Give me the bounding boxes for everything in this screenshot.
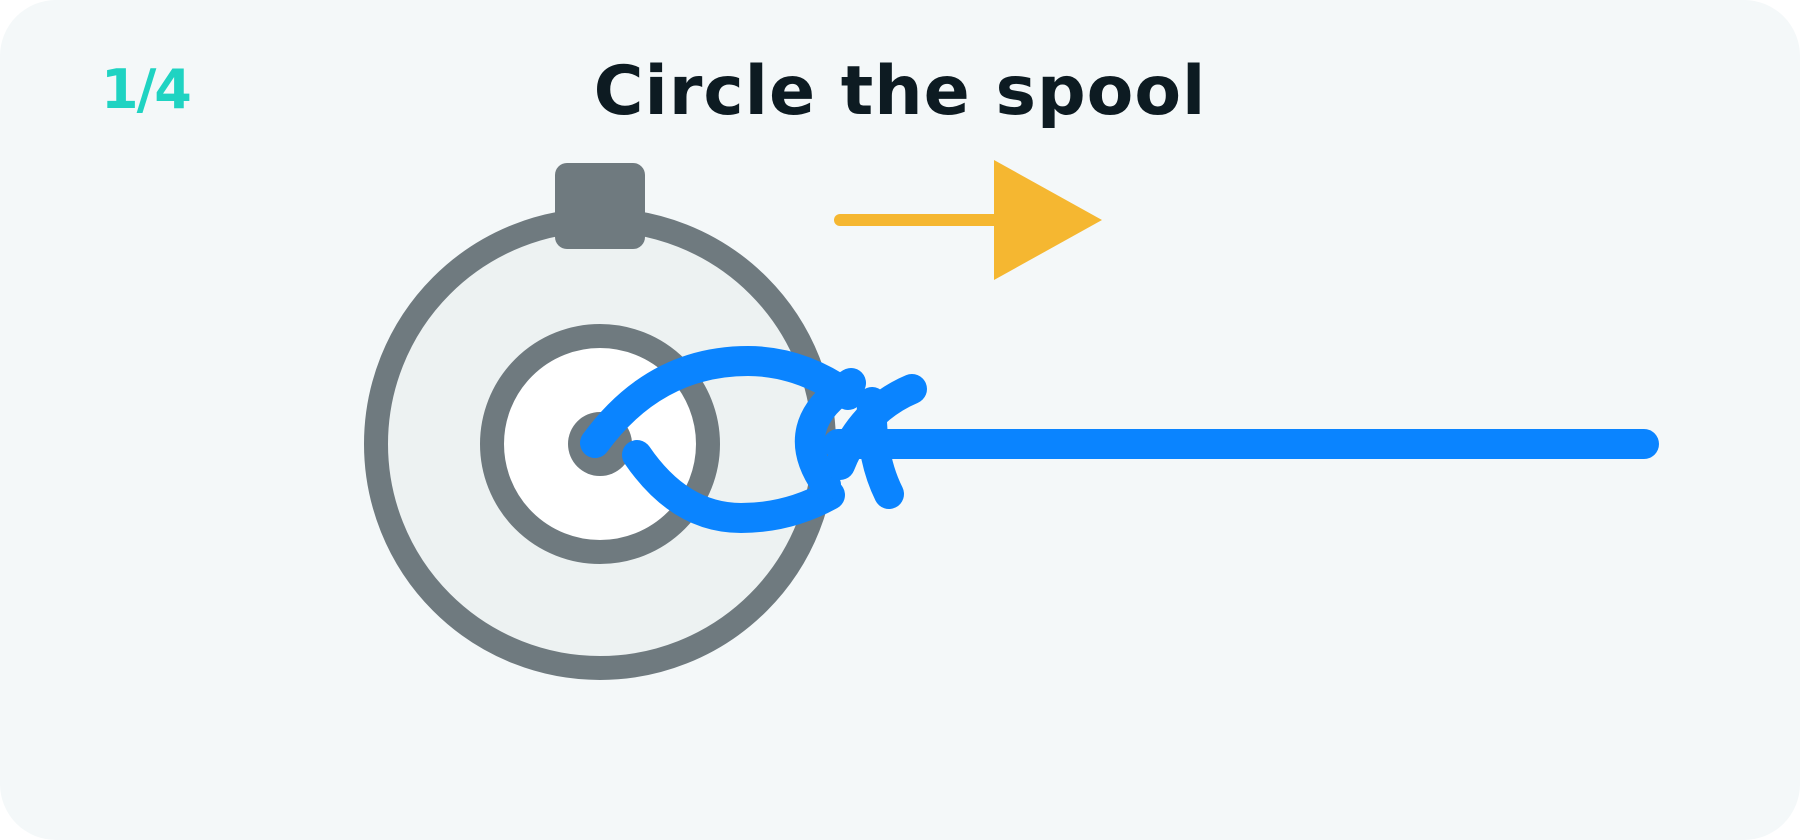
thread-loop-lower [622,440,845,533]
thread[interactable] [580,346,1659,533]
puzzle-title: Circle the spool [593,52,1207,131]
arrow-right-icon [834,160,1102,280]
spool-top-tab [555,163,645,249]
arrow-head [994,160,1102,280]
thread-knot-left [794,368,866,500]
thread-loop-upper [580,346,863,458]
level-progress: 1/4 [101,58,192,121]
